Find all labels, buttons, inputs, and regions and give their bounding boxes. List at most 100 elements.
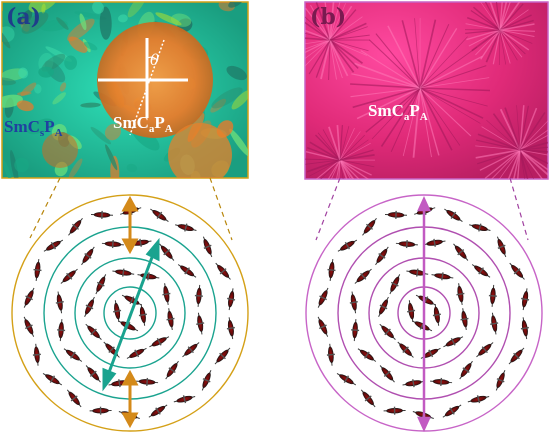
texture-patch [82, 38, 91, 53]
theta-label: θ [150, 51, 159, 69]
texture-streak [519, 149, 529, 179]
texture-streak [471, 29, 501, 52]
texture-patch [27, 118, 53, 135]
texture-streak [305, 39, 331, 45]
texture-streak [329, 39, 343, 79]
texture-streak [329, 26, 368, 41]
panel-b-texture [305, 2, 548, 179]
molecule-director-glyph [460, 308, 469, 331]
texture-streak [309, 141, 341, 161]
molecule-director-glyph [202, 236, 213, 258]
texture-patch [155, 12, 182, 26]
texture-patch [228, 2, 244, 8]
texture-patch [229, 128, 248, 157]
texture-streak [466, 29, 501, 41]
molecule-director-glyph [326, 343, 335, 366]
texture-streak [465, 23, 501, 31]
texture-patch [99, 6, 112, 40]
molecule-director-glyph [349, 291, 358, 314]
texture-streak [519, 134, 548, 151]
molecule-director-glyph [66, 389, 82, 408]
texture-streak [412, 87, 421, 158]
texture-patch [211, 87, 243, 109]
texture-streak [484, 149, 521, 179]
molecule-director-glyph [81, 246, 95, 266]
texture-patch [127, 2, 147, 18]
texture-streak [317, 132, 341, 161]
texture-streak [519, 129, 548, 151]
texture-streak [516, 105, 521, 151]
texture-streak [310, 4, 331, 41]
texture-streak [507, 149, 521, 179]
molecule-director-glyph [378, 296, 389, 317]
phase-label-smcs: SmCsPA [4, 117, 63, 139]
molecule-director-glyph [196, 312, 205, 335]
molecule-director-glyph [214, 347, 231, 365]
molecule-director-glyph [471, 264, 491, 278]
molecule-director-glyph [68, 218, 83, 236]
texture-patch [226, 65, 247, 81]
texture-streak [499, 29, 523, 58]
molecule-director-glyph [182, 342, 200, 358]
molecule-director-glyph [442, 404, 462, 418]
molecule-director-glyph [194, 284, 203, 307]
texture-streak [329, 16, 363, 41]
texture-streak [329, 34, 370, 41]
molecule-director-glyph [113, 300, 122, 323]
texture-streak [499, 29, 518, 61]
molecule-director-glyph [415, 294, 436, 306]
panel-a-letter: (a) [6, 4, 41, 30]
texture-streak [329, 39, 355, 73]
molecule-director-glyph [136, 377, 159, 386]
arrow-a-top [121, 195, 139, 255]
texture-streak [305, 39, 331, 54]
molecule-director-glyph [90, 210, 114, 219]
texture-patch [16, 100, 34, 112]
texture-streak [419, 36, 468, 89]
texture-streak [475, 145, 521, 151]
texture-streak [419, 28, 458, 89]
texture-streak [305, 37, 331, 41]
texture-streak [499, 2, 508, 31]
texture-patch [74, 11, 107, 20]
texture-streak [365, 87, 421, 133]
texture-streak [419, 77, 490, 89]
texture-streak [305, 39, 331, 50]
texture-streak [371, 87, 421, 140]
panel-a-micrograph: θ (a) SmCsPA SmCaPA [1, 1, 249, 179]
texture-streak [475, 29, 501, 56]
texture-streak [339, 134, 365, 161]
texture-streak [387, 25, 421, 89]
texture-streak [495, 2, 501, 31]
texture-streak [351, 73, 421, 89]
texture-streak [419, 23, 450, 89]
texture-streak [305, 39, 331, 59]
texture-streak [491, 149, 521, 179]
texture-patch [67, 18, 95, 42]
texture-streak [419, 65, 487, 89]
texture-streak [519, 107, 538, 151]
texture-streak [339, 159, 372, 176]
texture-streak [329, 39, 349, 77]
texture-patch [80, 102, 101, 108]
texture-streak [360, 50, 421, 89]
molecule-director-glyph [432, 303, 441, 326]
texture-patch [18, 67, 29, 79]
molecule-director-glyph [101, 240, 124, 249]
texture-streak [305, 39, 331, 67]
texture-streak [475, 139, 521, 151]
texture-patch [64, 55, 78, 70]
texture-streak [339, 139, 369, 161]
texture-streak [499, 29, 533, 44]
texture-patch [38, 66, 54, 78]
texture-streak [477, 149, 521, 165]
texture-streak [499, 149, 521, 179]
molecule-director-glyph [317, 287, 329, 308]
molecule-director-glyph [42, 373, 63, 386]
molecule-director-glyph [112, 268, 135, 277]
texture-streak [329, 39, 368, 56]
texture-streak [419, 87, 484, 119]
texture-streak [419, 87, 488, 107]
texture-streak [305, 29, 331, 41]
molecule-director-glyph [509, 262, 525, 280]
